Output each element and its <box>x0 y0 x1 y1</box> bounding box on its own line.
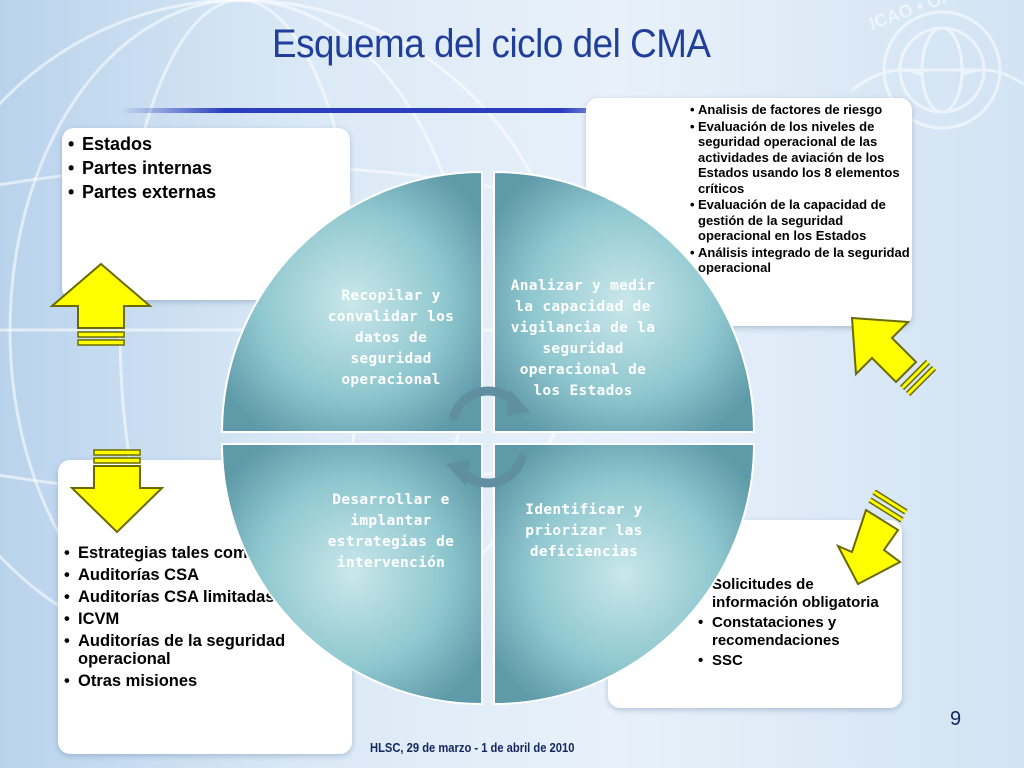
list-item: Partes internas <box>68 156 350 180</box>
quadrant-collect <box>220 170 483 433</box>
cycle-step-collect: Recopilar y convalidar los datos de segu… <box>327 288 455 388</box>
list-item: Estados <box>68 132 350 156</box>
footer-text: HLSC, 29 de marzo - 1 de abril de 2010 <box>370 740 575 755</box>
list-item: SSC <box>698 652 902 670</box>
list-item: Análisis integrado de la seguridad opera… <box>690 245 912 276</box>
block-arrow-up-icon <box>49 262 153 346</box>
page-number: 9 <box>950 708 962 730</box>
list-item: Evaluación de los niveles de seguridad o… <box>690 119 912 197</box>
slide-title: Esquema del ciclo del CMA <box>272 22 711 66</box>
title-underline <box>120 108 640 113</box>
list-item: Evaluación de la capacidad de gestión de… <box>690 197 912 244</box>
list-item: Auditorías CSA limitadas <box>64 588 352 606</box>
cycle-step-analyze: Analizar y medir la capacidad de vigilan… <box>510 278 656 399</box>
quadrant-analyze <box>493 170 756 433</box>
block-arrow-down-icon <box>69 449 164 534</box>
list-item: Partes externas <box>68 180 350 204</box>
cycle-diagram <box>220 170 756 706</box>
list-item: Analisis de factores de riesgo <box>690 102 912 118</box>
icao-logo-icon: ICAO • OACI • ИКАО <box>851 0 1024 130</box>
list-item: Constataciones y recomendaciones <box>698 614 902 650</box>
cycle-step-develop: Desarrollar e implantar estrategias de i… <box>327 492 455 571</box>
cycle-step-identify: Identificar y priorizar las deficiencias <box>525 502 643 560</box>
block-arrow-diagonal-up-left-icon <box>850 316 937 397</box>
list-item: Auditorías de la seguridad operacional <box>64 632 352 668</box>
list-item: Estrategias tales como: <box>64 544 352 562</box>
list-item: Otras misiones <box>64 672 352 690</box>
list-item: ICVM <box>64 610 352 628</box>
quadrant-identify <box>493 443 756 706</box>
quadrant-develop <box>220 443 483 706</box>
list-item: Auditorías CSA <box>64 566 352 584</box>
list-lead: Solicitudes de información obligatoria <box>712 576 879 611</box>
block-arrow-diagonal-down-left-icon <box>835 490 908 586</box>
